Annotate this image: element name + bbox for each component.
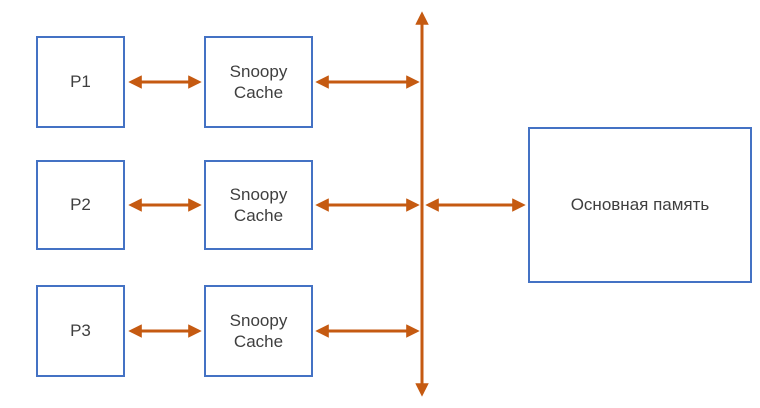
node-p2: P2: [36, 160, 125, 250]
node-p1-label: P1: [70, 72, 91, 92]
node-snoopy-cache-3-label: Snoopy Cache: [229, 310, 288, 351]
node-main-memory-label: Основная память: [570, 195, 710, 215]
node-snoopy-cache-3: Snoopy Cache: [204, 285, 313, 377]
node-p1: P1: [36, 36, 125, 128]
node-main-memory: Основная память: [528, 127, 752, 283]
node-snoopy-cache-2: Snoopy Cache: [204, 160, 313, 250]
node-snoopy-cache-2-label: Snoopy Cache: [229, 184, 288, 225]
node-p2-label: P2: [70, 195, 91, 215]
node-snoopy-cache-1: Snoopy Cache: [204, 36, 313, 128]
node-p3-label: P3: [70, 321, 91, 341]
node-p3: P3: [36, 285, 125, 377]
node-snoopy-cache-1-label: Snoopy Cache: [229, 61, 288, 102]
